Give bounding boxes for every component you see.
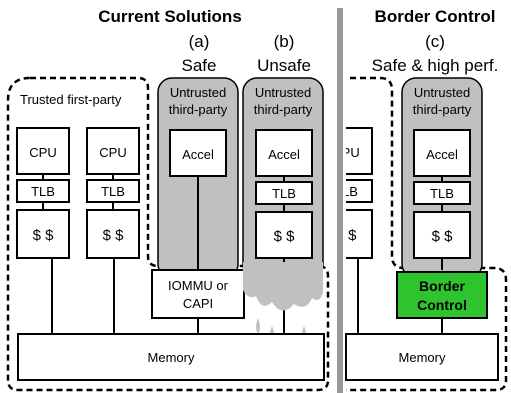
- memory-left-label: Memory: [148, 350, 195, 365]
- untrusted-b-line2: third-party: [254, 102, 313, 117]
- tlb-b-box: [255, 181, 313, 205]
- iommu-line1: IOMMU or: [168, 278, 229, 293]
- cache-b-label: $ $: [274, 228, 296, 245]
- accel-b-label: Accel: [268, 147, 300, 162]
- cache-c-box: [413, 211, 471, 259]
- trusted-region-label: Trusted first-party: [20, 92, 122, 107]
- section-divider: [337, 8, 343, 393]
- memory-right-label: Memory: [399, 350, 446, 365]
- trusted-region-outline: [6, 76, 330, 392]
- tlb-c-box: [413, 181, 471, 205]
- cpu-partial-box: [346, 127, 373, 175]
- header-current-solutions: Current Solutions: [98, 7, 242, 26]
- tlb-c-label: TLB: [430, 186, 454, 201]
- tlb1-label: TLB: [31, 184, 55, 199]
- cache-partial-box: [346, 209, 373, 259]
- untrusted-c-line2: third-party: [413, 102, 472, 117]
- iommu-line2: CAPI: [183, 296, 213, 311]
- column-b-caption: Unsafe: [257, 56, 311, 75]
- tlb-partial-label: TLB: [334, 184, 358, 199]
- border-control-line1: Border: [419, 278, 465, 294]
- accel-c-label: Accel: [426, 147, 458, 162]
- cache2-label: $ $: [103, 227, 125, 244]
- untrusted-c-line1: Untrusted: [414, 85, 470, 100]
- accel-a-label: Accel: [182, 147, 214, 162]
- accel-c-box: [413, 129, 471, 177]
- untrusted-a-line2: third-party: [169, 102, 228, 117]
- memory-right-box: [345, 333, 499, 381]
- iommu-box: [151, 269, 245, 319]
- cache2-box: [86, 209, 140, 259]
- column-c-caption: Safe & high perf.: [372, 56, 499, 75]
- tlb2-label: TLB: [101, 184, 125, 199]
- cache-b-box: [255, 211, 313, 259]
- border-control-line2: Control: [417, 297, 467, 313]
- cache-partial-label: $ $: [336, 227, 358, 244]
- cpu2-box: [86, 127, 140, 175]
- column-b-letter: (b): [274, 32, 295, 51]
- cache1-box: [16, 209, 70, 259]
- column-c-letter: (c): [425, 32, 445, 51]
- accel-b-box: [255, 129, 313, 177]
- cpu-partial-label: CPU: [332, 145, 359, 160]
- memory-left-box: [17, 333, 325, 381]
- untrusted-a-line1: Untrusted: [170, 85, 226, 100]
- border-control-box: [396, 271, 488, 319]
- cpu1-box: [16, 127, 70, 175]
- trusted-region-outline-c: [346, 76, 508, 392]
- column-a-caption: Safe: [182, 56, 217, 75]
- tlb-b-label: TLB: [272, 186, 296, 201]
- header-border-control: Border Control: [375, 7, 496, 26]
- cpu2-label: CPU: [99, 145, 126, 160]
- tlb-partial-box: [346, 179, 373, 203]
- cache1-label: $ $: [33, 227, 55, 244]
- untrusted-b-line1: Untrusted: [255, 85, 311, 100]
- accel-a-box: [169, 129, 227, 177]
- cpu1-label: CPU: [29, 145, 56, 160]
- column-a-letter: (a): [189, 32, 210, 51]
- cache-c-label: $ $: [432, 228, 454, 245]
